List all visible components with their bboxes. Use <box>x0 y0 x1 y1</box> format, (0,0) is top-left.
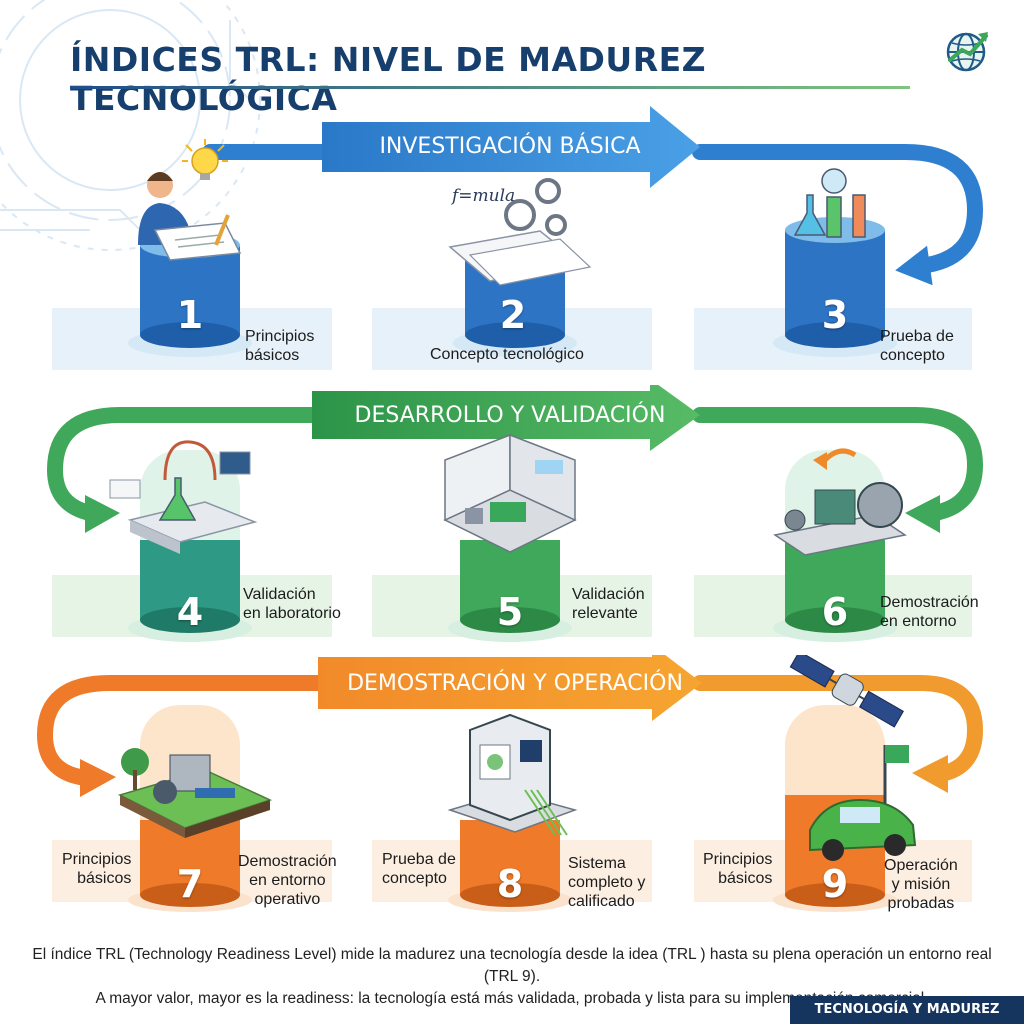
level-number-2: 2 <box>499 293 527 337</box>
level-number-4: 4 <box>176 590 204 634</box>
cylinder-level-3 <box>773 168 897 357</box>
cylinder-level-6 <box>773 448 907 642</box>
level-number-3: 3 <box>821 293 849 337</box>
title-underline <box>70 86 910 89</box>
brand-badge: TECNOLOGÍA Y MADUREZ <box>790 996 1024 1024</box>
level-number-7: 7 <box>176 862 204 906</box>
cylinder-level-4 <box>109 440 258 642</box>
formula-text: f=mula <box>452 186 516 206</box>
band-arrow-desarrollo <box>46 385 984 533</box>
level-2-label: Concepto tecnológico <box>430 346 584 363</box>
band-arrow-demostracion <box>36 655 984 797</box>
cylinder-level-9 <box>773 655 917 912</box>
cylinder-level-1 <box>128 139 252 357</box>
band-label-desarrollo: DESARROLLO Y VALIDACIÓN <box>354 403 666 428</box>
band-arrow-investigacion <box>202 106 984 286</box>
band-label-investigacion: INVESTIGACIÓN BÁSICA <box>379 134 641 159</box>
cylinder-level-8 <box>447 713 578 912</box>
level-number-5: 5 <box>496 590 524 634</box>
footer-description: El índice TRL (Technology Readiness Leve… <box>20 944 1004 1010</box>
cylinder-level-5 <box>443 433 577 642</box>
cylinder-level-2 <box>448 178 592 357</box>
footer-line-2: A mayor valor, mayor es la readiness: la… <box>95 990 929 1007</box>
page-title: ÍNDICES TRL: NIVEL DE MADUREZ TECNOLÓGIC… <box>70 40 707 118</box>
globe-growth-icon <box>946 32 988 72</box>
level-number-9: 9 <box>821 862 849 906</box>
band-label-demostracion: DEMOSTRACIÓN Y OPERACIÓN <box>347 671 683 696</box>
level-number-1: 1 <box>176 293 204 337</box>
footer-line-1: El índice TRL (Technology Readiness Leve… <box>32 946 992 985</box>
level-number-6: 6 <box>821 590 849 634</box>
level-number-8: 8 <box>496 862 524 906</box>
cylinder-level-7 <box>117 705 273 912</box>
